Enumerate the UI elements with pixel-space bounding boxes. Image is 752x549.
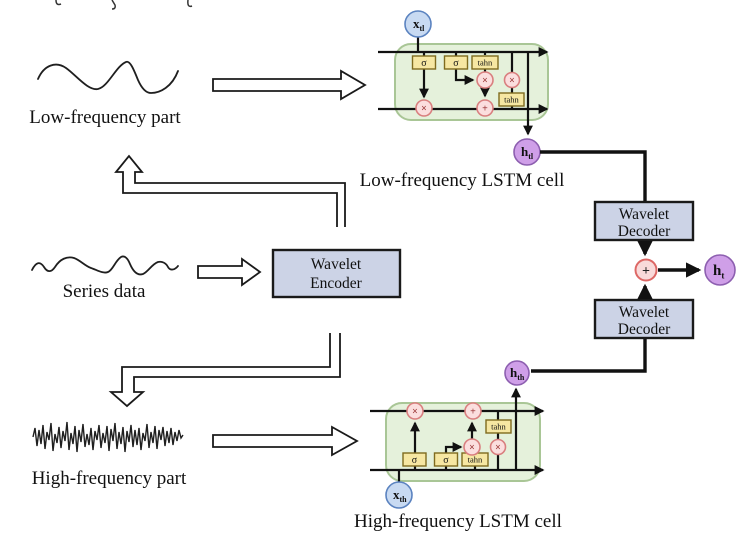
merge-add-op <box>634 258 658 282</box>
high-sigma1-gate <box>402 452 427 467</box>
high-forget-multiply-symbol: × <box>412 407 418 418</box>
x-th-node <box>385 481 413 509</box>
low-sigma2-to-multiply <box>454 69 475 85</box>
high-forget-multiply-op <box>406 402 424 420</box>
high-frequency-lstm-cell: σ σ tahn tahn × × + × xth hth High-frequ… <box>354 360 562 532</box>
h-th-sub: th <box>517 373 525 382</box>
high-tanh2-label: tahn <box>491 422 506 432</box>
x-tl-node <box>404 10 432 38</box>
low-add-op <box>476 99 494 117</box>
low-forget-multiply-op <box>415 99 433 117</box>
high-input-multiply-op <box>463 438 481 456</box>
h-t-node <box>704 254 736 286</box>
wavelet-encoder-box <box>271 248 402 299</box>
cropped-glyph <box>55 0 62 6</box>
wavelet-decoder-top-line2: Decoder <box>618 223 671 240</box>
x-th-base: x <box>393 487 400 502</box>
h-t-sub: t <box>721 271 724 281</box>
high-output-multiply-op <box>489 438 507 456</box>
decoder-merge-section: Wavelet Decoder Wavelet Decoder + ht <box>531 150 736 373</box>
arrow-high-to-lstm <box>212 425 359 457</box>
low-forget-multiply-symbol: × <box>421 104 427 115</box>
arrow-encoder-to-low <box>114 154 346 227</box>
h-tl-sub: tl <box>528 152 534 161</box>
h-th-base: h <box>510 365 518 380</box>
wavelet-encoder-label-line2: Encoder <box>310 275 362 292</box>
x-tl-label: xtl <box>413 16 425 33</box>
low-sigma2-gate <box>443 55 469 70</box>
low-output-multiply-symbol: × <box>509 76 515 87</box>
x-th-sub: th <box>400 495 408 504</box>
high-sigma2-to-multiply <box>444 442 463 453</box>
arrow-encoder-to-high <box>108 333 341 408</box>
high-input-multiply-symbol: × <box>469 443 475 454</box>
low-tanh2-gate <box>498 92 525 107</box>
x-tl-base: x <box>413 16 420 31</box>
cropped-glyph <box>187 0 193 8</box>
low-tanh1-gate <box>471 55 499 70</box>
wavelet-decoder-bottom-box <box>593 298 695 340</box>
wavelet-encoder-block: Wavelet Encoder <box>271 248 402 299</box>
wavelet-decoder-bottom-line2: Decoder <box>618 321 671 338</box>
h-tl-base: h <box>521 144 529 159</box>
high-sigma1-label: σ <box>412 455 418 466</box>
low-frequency-input: Low-frequency part <box>29 60 181 128</box>
h-th-label: hth <box>510 365 525 382</box>
low-tanh2-label: tahn <box>504 95 519 105</box>
low-sigma1-label: σ <box>421 58 427 69</box>
series-data-wave <box>31 255 179 276</box>
h-t-label: ht <box>713 263 724 281</box>
wavelet-decoder-top-line1: Wavelet <box>619 206 670 223</box>
high-frequency-part-label: High-frequency part <box>32 468 187 489</box>
low-frequency-lstm-cell: σ σ tahn tahn × × + × xtl htl Low-freque… <box>360 10 565 191</box>
low-frequency-part-label: Low-frequency part <box>29 107 181 128</box>
wavelet-encoder-label-line1: Wavelet <box>311 256 362 273</box>
series-data-label: Series data <box>63 281 146 302</box>
arrow-series-to-encoder <box>197 257 262 287</box>
series-data-input: Series data <box>31 255 179 302</box>
high-add-op <box>464 402 482 420</box>
high-tanh2-gate <box>485 419 512 434</box>
high-sigma2-label: σ <box>443 455 449 466</box>
high-frequency-input: High-frequency part <box>32 421 187 489</box>
h-tl-to-decoder-line <box>540 150 647 201</box>
low-input-multiply-symbol: × <box>482 76 488 87</box>
arrow-low-to-lstm <box>212 69 367 101</box>
high-frequency-wave <box>32 421 184 453</box>
x-th-label: xth <box>393 487 407 504</box>
h-th-to-decoder-line <box>531 338 647 373</box>
low-output-multiply-op <box>503 71 521 89</box>
high-lstm-cell-caption: High-frequency LSTM cell <box>354 511 562 532</box>
x-tl-sub: tl <box>420 24 426 33</box>
high-sigma2-gate <box>433 452 459 467</box>
merge-add-symbol: + <box>642 264 650 279</box>
high-output-multiply-symbol: × <box>495 443 501 454</box>
wavelet-decoder-top-box <box>593 200 695 242</box>
low-tanh1-label: tahn <box>478 58 493 68</box>
high-tanh1-label: tahn <box>468 455 483 465</box>
low-lstm-cell-caption: Low-frequency LSTM cell <box>360 170 565 191</box>
low-frequency-wave <box>37 60 179 94</box>
h-th-node <box>504 360 530 386</box>
wavelet-decoder-bottom-line1: Wavelet <box>619 304 670 321</box>
low-sigma2-label: σ <box>453 58 459 69</box>
h-tl-label: htl <box>521 144 534 161</box>
low-add-symbol: + <box>482 104 488 115</box>
high-add-symbol: + <box>470 407 476 418</box>
cropped-caption-fragments <box>55 0 193 10</box>
cropped-glyph <box>111 0 116 10</box>
h-t-base: h <box>713 263 722 279</box>
low-sigma1-gate <box>411 55 437 70</box>
low-input-multiply-op <box>476 71 494 89</box>
